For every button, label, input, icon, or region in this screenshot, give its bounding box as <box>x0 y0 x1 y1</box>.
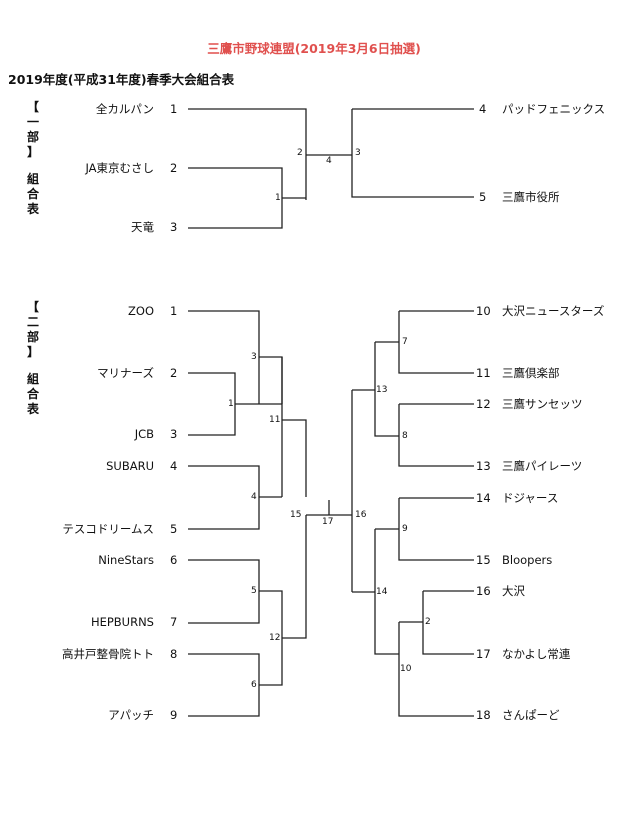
bracket-line <box>398 621 474 717</box>
bracket-line <box>374 341 399 437</box>
team-seed: 4 <box>170 459 178 473</box>
team-seed: 8 <box>170 647 178 661</box>
team-name: パッドフェニックス <box>502 102 606 116</box>
team-seed: 2 <box>170 366 178 380</box>
team-seed: 10 <box>476 304 491 318</box>
match-number: 15 <box>290 510 302 520</box>
match-number: 14 <box>376 587 388 597</box>
team-name: JA東京むさし <box>85 161 154 175</box>
team-seed: 11 <box>476 366 491 380</box>
bracket-line <box>188 108 307 200</box>
match-number: 5 <box>251 586 257 596</box>
team-seed: 3 <box>170 427 178 441</box>
match-number: 9 <box>402 524 408 534</box>
bracket-line <box>351 389 375 593</box>
team-name: NineStars <box>98 553 154 567</box>
page-title: 三鷹市野球連盟(2019年3月6日抽選) <box>207 41 421 56</box>
division-2-label: 【二部】 <box>26 300 39 359</box>
bracket-line <box>259 356 283 405</box>
match-number: 4 <box>251 492 257 502</box>
team-seed: 9 <box>170 708 178 722</box>
match-number: 1 <box>228 399 234 409</box>
team-name: 大沢ニュースターズ <box>502 304 605 318</box>
team-name: ZOO <box>128 304 154 318</box>
team-seed: 13 <box>476 459 491 473</box>
bracket-line <box>422 590 474 655</box>
page-subtitle: 2019年度(平成31年度)春季大会組合表 <box>8 72 235 87</box>
division-1-bracket <box>188 108 474 229</box>
match-number: 4 <box>326 156 332 166</box>
division-2-left-bracket <box>188 310 352 717</box>
bracket-line <box>306 500 352 516</box>
bracket-line <box>398 310 474 374</box>
bracket-line <box>188 559 260 624</box>
team-name: JCB <box>134 427 154 441</box>
match-number: 16 <box>355 510 367 520</box>
team-name: SUBARU <box>106 459 154 473</box>
team-seed: 2 <box>170 161 178 175</box>
team-name: Bloopers <box>502 553 553 567</box>
division-2-right-bracket <box>351 310 474 717</box>
match-number: 2 <box>425 617 431 627</box>
team-name: ドジャース <box>502 491 559 505</box>
team-seed: 5 <box>479 190 487 204</box>
division-1-label: 【一部】 <box>26 100 39 159</box>
bracket-line <box>398 403 474 467</box>
team-name: HEPBURNS <box>90 615 154 629</box>
team-seed: 15 <box>476 553 491 567</box>
team-name: さんぱーど <box>502 708 560 722</box>
match-number: 8 <box>402 431 408 441</box>
match-number: 17 <box>322 517 334 527</box>
team-seed: 3 <box>170 220 178 234</box>
match-number: 1 <box>275 193 281 203</box>
match-number: 11 <box>269 415 281 425</box>
match-number: 2 <box>297 148 303 158</box>
bracket-line <box>281 357 307 497</box>
match-number: 3 <box>251 352 257 362</box>
team-seed: 12 <box>476 397 491 411</box>
team-seed: 16 <box>476 584 491 598</box>
match-number: 3 <box>355 148 361 158</box>
team-seed: 17 <box>476 647 491 661</box>
team-name: 三鷹パイレーツ <box>502 459 583 473</box>
match-number: 12 <box>269 633 281 643</box>
bracket-line <box>188 653 260 717</box>
team-seed: 6 <box>170 553 178 567</box>
division-2-group-label: 組合表 <box>26 372 39 416</box>
team-seed: 1 <box>170 304 178 318</box>
bracket-line <box>259 515 307 686</box>
team-seed: 1 <box>170 102 178 116</box>
match-number: 10 <box>400 664 412 674</box>
bracket-line <box>188 465 260 530</box>
bracket-line <box>351 108 474 198</box>
team-seed: 14 <box>476 491 491 505</box>
team-name: 高井戸整骨院トト <box>62 647 154 661</box>
team-name: 三鷹倶楽部 <box>502 366 560 380</box>
match-number: 7 <box>402 337 408 347</box>
match-number: 13 <box>376 385 388 395</box>
bracket-line <box>398 497 474 561</box>
bracket-line <box>188 167 306 229</box>
match-number: 6 <box>251 680 257 690</box>
team-name: 大沢 <box>502 584 525 598</box>
bracket-line <box>188 372 259 436</box>
team-name: マリナーズ <box>97 366 154 380</box>
team-name: テスコドリームス <box>62 522 154 536</box>
team-name: アパッチ <box>108 708 154 722</box>
bracket-line <box>374 528 399 655</box>
team-name: 全カルパン <box>95 102 154 116</box>
division-1-group-label: 組合表 <box>26 172 39 216</box>
team-name: 三鷹市役所 <box>502 190 560 204</box>
bracket-line <box>188 310 260 404</box>
team-name: なかよし常連 <box>502 647 571 661</box>
team-seed: 18 <box>476 708 491 722</box>
team-seed: 7 <box>170 615 178 629</box>
team-name: 三鷹サンセッツ <box>502 397 583 411</box>
team-seed: 4 <box>479 102 487 116</box>
team-seed: 5 <box>170 522 178 536</box>
team-name: 天竜 <box>131 220 154 234</box>
